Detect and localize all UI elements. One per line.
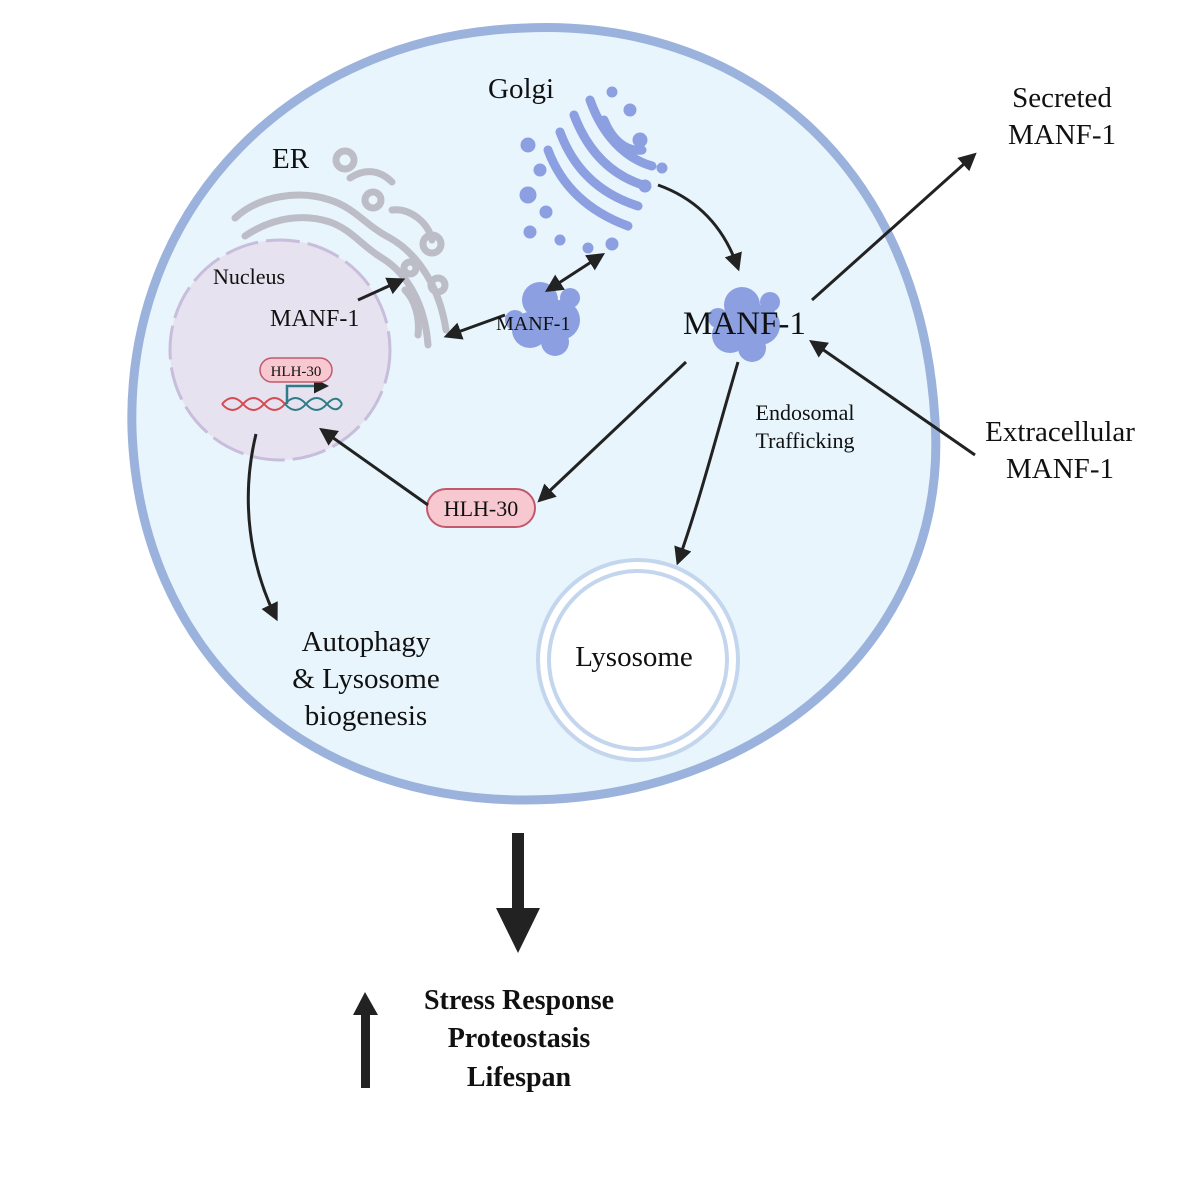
- arrow-extracellular-to-manf1: [809, 339, 976, 457]
- hlh30-gene-label: HLH-30: [271, 364, 322, 380]
- hlh30-main-label: HLH-30: [444, 496, 519, 521]
- golgi-icon: [519, 86, 668, 254]
- arrow-protein-to-golgi: [544, 253, 606, 292]
- outcome-stress-response: Stress Response: [424, 985, 614, 1016]
- endosomal-label-line1: Endosomal: [756, 400, 855, 425]
- secreted-label-line1: Secreted: [1012, 82, 1112, 114]
- hlh30-gene-badge: [259, 357, 333, 383]
- arrow-hlh30-to-nucleus: [319, 427, 429, 507]
- up-arrow-icon: [353, 992, 378, 1088]
- dna-icon: [221, 397, 343, 411]
- manf1-main-label: MANF-1: [683, 306, 806, 342]
- endosomal-label-line2: Trafficking: [756, 428, 855, 453]
- arrow-manf1-to-hlh30: [537, 360, 688, 503]
- outcome-lifespan: Lifespan: [467, 1062, 572, 1093]
- arrow-golgi-to-manf1: [657, 183, 742, 272]
- big-down-arrow: [496, 833, 540, 953]
- autophagy-label-line3: biogenesis: [305, 700, 427, 732]
- arrow-protein-to-nucleus: [443, 313, 506, 340]
- manf1-protein-icon: [708, 287, 780, 362]
- extracellular-label-line2: MANF-1: [1006, 453, 1114, 485]
- golgi-label: Golgi: [488, 73, 554, 105]
- nucleus-label: Nucleus: [213, 264, 285, 289]
- arrow-manf1-into-er: [357, 277, 406, 302]
- arrow-manf1-to-lysosome: [674, 361, 740, 566]
- autophagy-label-line1: Autophagy: [302, 626, 431, 658]
- nucleus-icon: [168, 238, 392, 462]
- arrow-manf1-secreted: [810, 152, 977, 302]
- manf1-nucleus-label: MANF-1: [270, 306, 359, 332]
- transcription-start-arrow: [285, 378, 329, 404]
- lysosome-label: Lysosome: [575, 641, 693, 673]
- manf1-golgi-path-label: MANF-1: [496, 313, 570, 335]
- lysosome-icon: [536, 558, 740, 762]
- er-label: ER: [272, 143, 310, 175]
- outcome-proteostasis: Proteostasis: [448, 1023, 591, 1054]
- secreted-label-line2: MANF-1: [1008, 119, 1116, 151]
- hlh30-badge: [426, 488, 536, 528]
- extracellular-label-line1: Extracellular: [985, 416, 1135, 448]
- arrow-nucleus-to-autophagy: [246, 433, 278, 622]
- er-icon: [231, 147, 450, 349]
- autophagy-label-line2: & Lysosome: [292, 663, 439, 695]
